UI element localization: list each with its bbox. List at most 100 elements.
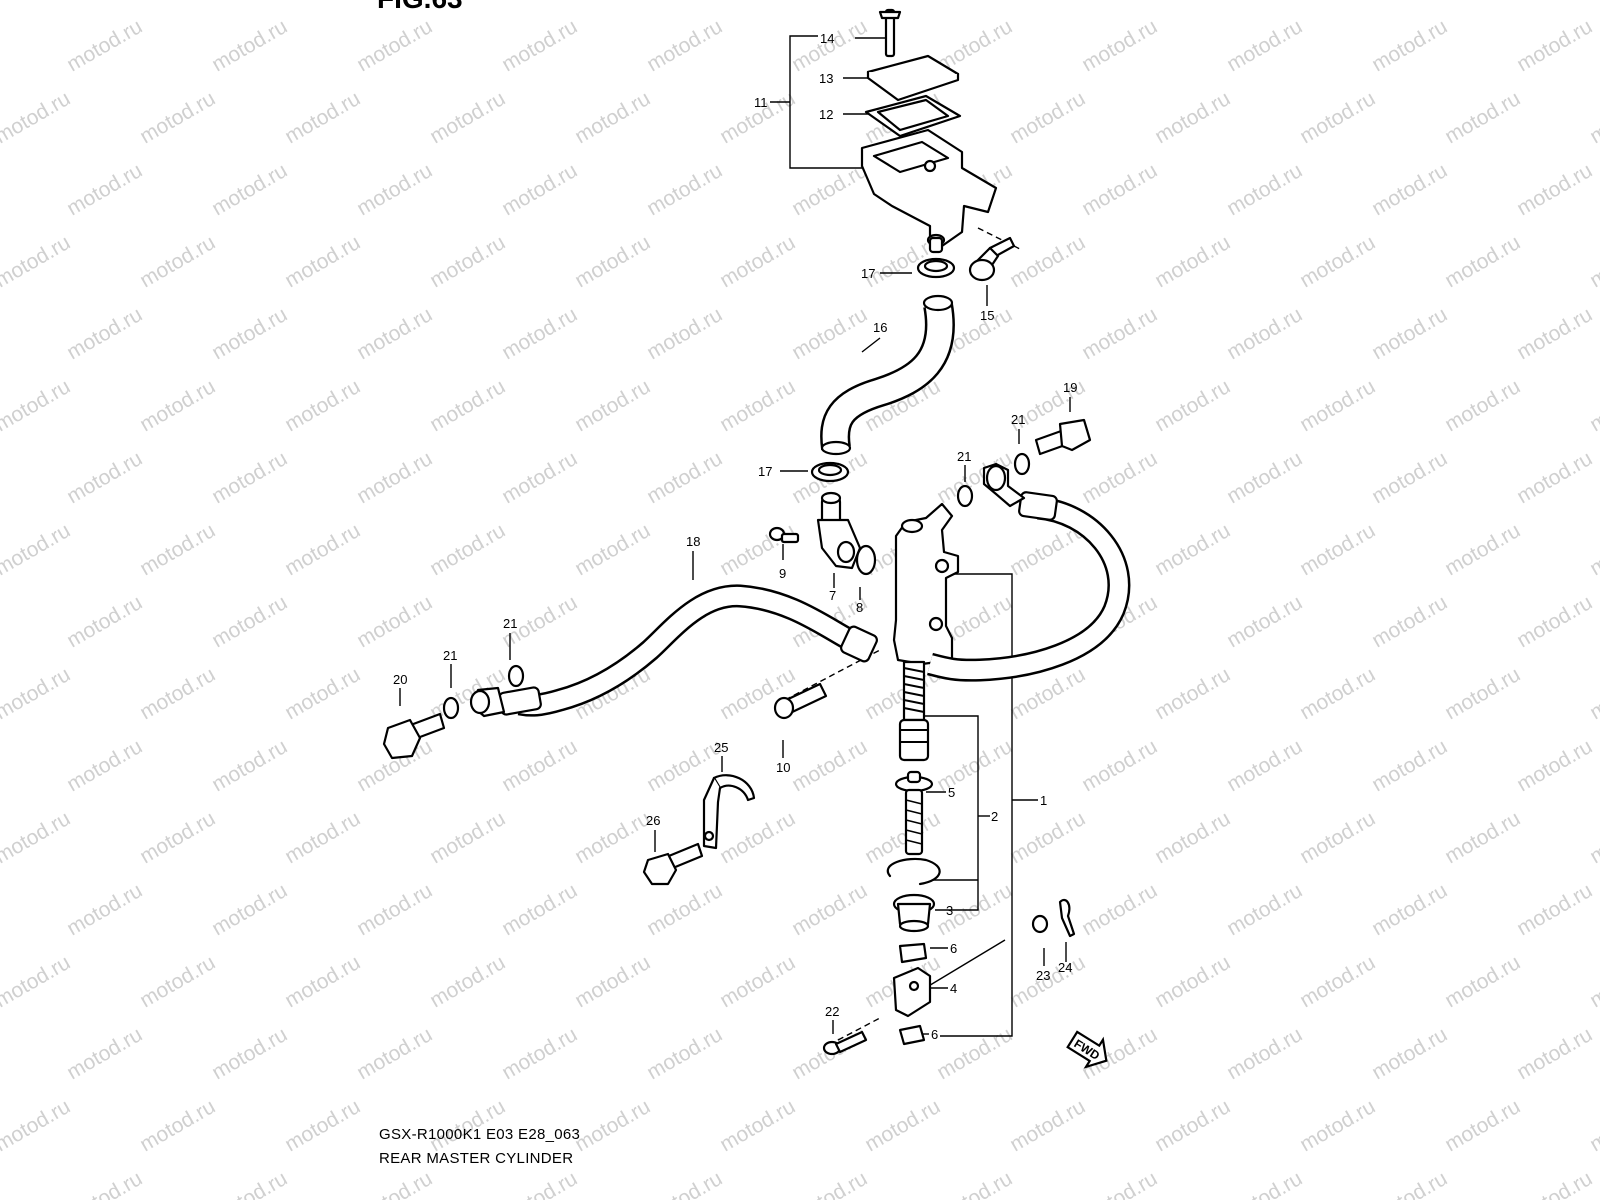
watermark-text: motod.ru <box>426 807 509 868</box>
callout-24: 24 <box>1058 960 1072 975</box>
watermark-text: motod.ru <box>1586 807 1600 868</box>
watermark-text: motod.ru <box>933 1167 1016 1200</box>
watermark-text: motod.ru <box>1223 591 1306 652</box>
watermark-text: motod.ru <box>571 807 654 868</box>
watermark-text: motod.ru <box>208 159 291 220</box>
watermark-text: motod.ru <box>1441 375 1524 436</box>
watermark-text: motod.ru <box>353 1167 436 1200</box>
watermark-text: motod.ru <box>0 1023 1 1084</box>
watermark-text: motod.ru <box>1296 0 1379 4</box>
watermark-text: motod.ru <box>571 519 654 580</box>
watermark-text: motod.ru <box>1151 87 1234 148</box>
watermark-text: motod.ru <box>63 1023 146 1084</box>
watermark-text: motod.ru <box>136 87 219 148</box>
watermark-text: motod.ru <box>281 1095 364 1156</box>
callout-15: 15 <box>980 308 994 323</box>
callout-11: 11 <box>754 95 768 110</box>
watermark-text: motod.ru <box>498 879 581 940</box>
watermark-text: motod.ru <box>1078 159 1161 220</box>
watermark-text: motod.ru <box>0 15 1 76</box>
watermark-text: motod.ru <box>208 1023 291 1084</box>
watermark-text: motod.ru <box>1006 807 1089 868</box>
cotter-pin-24 <box>1058 898 1076 938</box>
watermark-text: motod.ru <box>643 1167 726 1200</box>
callout-12: 12 <box>819 107 833 122</box>
brake-hose-right <box>927 462 1131 682</box>
washer-21b <box>956 484 974 508</box>
watermark-text: motod.ru <box>1078 15 1161 76</box>
watermark-text: motod.ru <box>1368 1023 1451 1084</box>
watermark-text: motod.ru <box>1006 87 1089 148</box>
watermark-text: motod.ru <box>0 303 1 364</box>
washer-21a <box>1013 452 1031 476</box>
watermark-text: motod.ru <box>1513 15 1596 76</box>
callout-21: 21 <box>503 616 517 631</box>
callout-6: 6 <box>950 941 957 956</box>
watermark-text: motod.ru <box>281 375 364 436</box>
watermark-text: motod.ru <box>208 879 291 940</box>
watermark-text: motod.ru <box>1151 519 1234 580</box>
watermark-text: motod.ru <box>426 951 509 1012</box>
callout-16: 16 <box>873 320 887 335</box>
watermark-text: motod.ru <box>1078 735 1161 796</box>
watermark-text: motod.ru <box>0 375 74 436</box>
watermark-text: motod.ru <box>1151 231 1234 292</box>
brake-hose-left <box>469 584 878 718</box>
watermark-text: motod.ru <box>208 735 291 796</box>
watermark-text: motod.ru <box>63 15 146 76</box>
watermark-text: motod.ru <box>353 303 436 364</box>
nut-6-lower <box>898 1024 926 1046</box>
watermark-text: motod.ru <box>1296 807 1379 868</box>
watermark-text: motod.ru <box>1296 519 1379 580</box>
watermark-text: motod.ru <box>0 447 1 508</box>
watermark-text: motod.ru <box>353 1023 436 1084</box>
watermark-text: motod.ru <box>1151 375 1234 436</box>
watermark-text: motod.ru <box>643 447 726 508</box>
watermark-text: motod.ru <box>1296 231 1379 292</box>
watermark-text: motod.ru <box>1223 735 1306 796</box>
watermark-text: motod.ru <box>208 1167 291 1200</box>
watermark-text: motod.ru <box>1078 1167 1161 1200</box>
watermark-text: motod.ru <box>1586 0 1600 4</box>
watermark-text: motod.ru <box>1296 1095 1379 1156</box>
watermark-text: motod.ru <box>136 807 219 868</box>
callout-17: 17 <box>861 266 875 281</box>
callout-2: 2 <box>991 809 998 824</box>
model-code: GSX-R1000K1 E03 E28_063 <box>379 1126 581 1143</box>
watermark-text: motod.ru <box>1006 231 1089 292</box>
watermark-text: motod.ru <box>1151 951 1234 1012</box>
watermark-text: motod.ru <box>281 951 364 1012</box>
watermark-text: motod.ru <box>1586 231 1600 292</box>
watermark-text: motod.ru <box>1296 663 1379 724</box>
watermark-text: motod.ru <box>1441 1095 1524 1156</box>
watermark-text: motod.ru <box>716 0 799 4</box>
watermark-text: motod.ru <box>643 303 726 364</box>
watermark-text: motod.ru <box>716 807 799 868</box>
callout-21: 21 <box>957 449 971 464</box>
watermark-text: motod.ru <box>0 663 74 724</box>
watermark-text: motod.ru <box>1151 0 1234 4</box>
watermark-text: motod.ru <box>1586 663 1600 724</box>
pin-22 <box>822 1030 868 1056</box>
circlip <box>886 857 941 886</box>
o-ring-8 <box>855 544 877 576</box>
bolt-26 <box>642 842 704 886</box>
watermark-text: motod.ru <box>861 0 944 4</box>
watermark-text: motod.ru <box>136 375 219 436</box>
callout-9: 9 <box>779 566 786 581</box>
watermark-text: motod.ru <box>63 303 146 364</box>
union-bolt-20 <box>382 712 446 760</box>
reservoir-hose <box>820 294 955 456</box>
watermark-text: motod.ru <box>716 375 799 436</box>
watermark-text: motod.ru <box>426 519 509 580</box>
watermark-text: motod.ru <box>571 0 654 4</box>
watermark-text: motod.ru <box>63 447 146 508</box>
watermark-text: motod.ru <box>1513 1023 1596 1084</box>
watermark-text: motod.ru <box>1368 15 1451 76</box>
watermark-text: motod.ru <box>0 231 74 292</box>
watermark-text: motod.ru <box>643 159 726 220</box>
watermark-text: motod.ru <box>1586 519 1600 580</box>
watermark-text: motod.ru <box>498 447 581 508</box>
callout-21: 21 <box>443 648 457 663</box>
